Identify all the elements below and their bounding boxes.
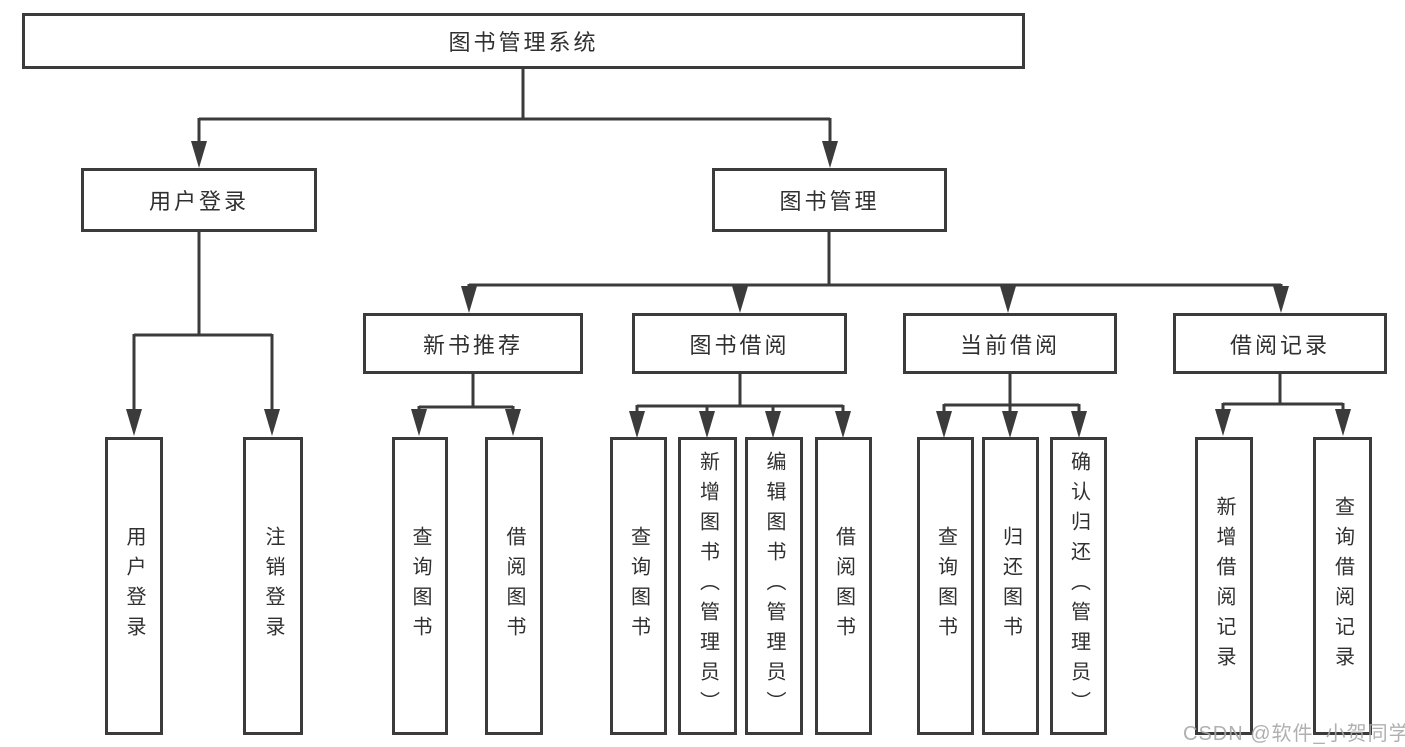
node-system-root: 图书管理系统 xyxy=(22,13,1025,69)
arrowheads xyxy=(126,141,1351,438)
leaf-user-login: 用户登录 xyxy=(105,437,163,735)
csdn-watermark: CSDN @软件_小贺同学 xyxy=(1183,723,1405,745)
leaf-query-books-recommend: 查询图书 xyxy=(392,437,448,735)
leaf-label: 确认归还（管理员） xyxy=(1067,451,1090,721)
leaf-label: 归还图书 xyxy=(999,526,1022,646)
leaf-add-borrow-record: 新增借阅记录 xyxy=(1195,437,1253,735)
leaf-label: 查询图书 xyxy=(627,526,650,646)
leaf-label: 用户登录 xyxy=(123,526,145,646)
leaf-label: 注销登录 xyxy=(262,526,284,646)
leaf-query-books-borrow: 查询图书 xyxy=(610,437,667,735)
leaf-label: 查询借阅记录 xyxy=(1331,496,1354,676)
node-new-book-recommend: 新书推荐 xyxy=(363,313,583,374)
leaf-borrow-books-recommend: 借阅图书 xyxy=(485,437,543,735)
leaf-add-book-admin: 新增图书（管理员） xyxy=(678,437,737,735)
leaf-query-books-current: 查询图书 xyxy=(917,437,974,735)
leaf-return-book: 归还图书 xyxy=(982,437,1039,735)
leaf-query-borrow-record: 查询借阅记录 xyxy=(1313,437,1372,735)
leaf-logout: 注销登录 xyxy=(243,437,303,735)
leaf-label: 借阅图书 xyxy=(503,526,525,646)
leaf-label: 借阅图书 xyxy=(832,526,855,646)
node-user-login: 用户登录 xyxy=(81,168,317,232)
leaf-borrow-books: 借阅图书 xyxy=(815,437,872,735)
node-borrow-records: 借阅记录 xyxy=(1173,313,1387,374)
node-book-management: 图书管理 xyxy=(712,168,947,232)
leaf-label: 查询图书 xyxy=(934,526,957,646)
leaf-edit-book-admin: 编辑图书（管理员） xyxy=(745,437,803,735)
leaf-confirm-return-admin: 确认归还（管理员） xyxy=(1050,437,1107,735)
node-book-borrow: 图书借阅 xyxy=(632,313,847,374)
leaf-label: 新增借阅记录 xyxy=(1213,496,1235,676)
leaf-label: 编辑图书（管理员） xyxy=(763,451,785,721)
leaf-label: 新增图书（管理员） xyxy=(696,451,719,721)
node-current-borrow: 当前借阅 xyxy=(903,313,1117,374)
leaf-label: 查询图书 xyxy=(409,526,431,646)
